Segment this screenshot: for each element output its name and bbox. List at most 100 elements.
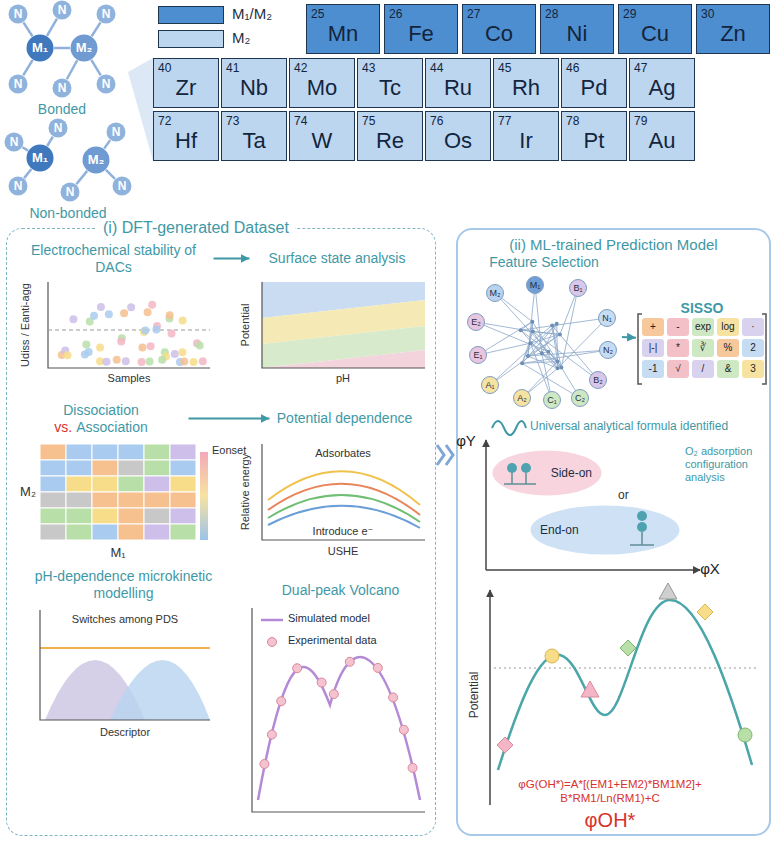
- nitrogen-atom-shape-part: [9, 177, 28, 196]
- feature-node: A₂: [513, 389, 531, 407]
- feature-node: A₁: [481, 376, 499, 394]
- bond-line: [23, 60, 32, 76]
- feature-node-shape-part: [527, 277, 544, 294]
- nitrogen-atom-text: N: [58, 81, 67, 95]
- stability-plot-part-part: [168, 330, 176, 338]
- heatmap-plot-part-part: [92, 444, 118, 460]
- element-symbol: Pd: [562, 75, 626, 101]
- heatmap-plot-part-part: [144, 524, 170, 540]
- metal-atom-text: M₁: [32, 40, 48, 56]
- metal-atom: M₂: [70, 34, 98, 62]
- feature-network-part: [550, 323, 554, 327]
- operator-tile: /: [692, 360, 714, 378]
- operator-tile-text: exp: [695, 321, 711, 333]
- annotation-label: O₂ adsorption configuration analysis: [685, 445, 765, 485]
- potential-plot-part: [262, 444, 425, 540]
- nitrogen-atom-shape-part: [113, 177, 132, 196]
- feature-node-text: E₁: [473, 350, 482, 361]
- bond-line: [67, 60, 77, 79]
- potential-plot-part: [268, 484, 420, 515]
- heatmap-plot-part-part: [92, 524, 118, 540]
- element-symbol: Fe: [385, 21, 457, 47]
- stability-plot-part-part: [179, 316, 187, 324]
- feature-node-text: B₂: [593, 375, 603, 386]
- config-axes-part: [486, 569, 700, 571]
- feature-node-text: M₂: [490, 288, 501, 299]
- dual-volcano-plot-part-part: [277, 697, 286, 706]
- element-symbol: Nb: [222, 75, 286, 101]
- operator-tile-text: &: [725, 363, 732, 375]
- stability-plot-part-part: [189, 358, 197, 366]
- feature-node: N₁: [598, 309, 616, 327]
- operator-tile: ·: [742, 318, 764, 336]
- operator-tile: 2: [742, 339, 764, 357]
- annotation-label: Bonded: [38, 101, 86, 118]
- model-panel: (ii) ML-trained Prediction ModelFeature …: [456, 228, 771, 836]
- bond-line: [54, 47, 70, 50]
- operator-tile: &: [717, 360, 739, 378]
- heatmap-plot-part-part: [144, 492, 170, 508]
- dual-volcano-plot-part-part: [329, 690, 338, 699]
- feature-selection-group-text: Feature Selection: [466, 254, 622, 271]
- element-symbol: Ta: [222, 128, 286, 154]
- nitrogen-atom-shape-part: [107, 123, 126, 142]
- feature-node-text: N₁: [602, 313, 612, 324]
- heatmap-plot-part-part: [66, 524, 92, 540]
- nitrogen-atom: N: [48, 118, 68, 138]
- nitrogen-atom: N: [96, 4, 116, 24]
- feature-node: E₁: [469, 346, 487, 364]
- atomic-number: 26: [389, 7, 402, 21]
- feature-node-text: A₂: [517, 393, 527, 404]
- end-on-config-shape-part: [630, 532, 654, 545]
- element-symbol: Cu: [619, 21, 691, 47]
- feature-network-part: [526, 354, 530, 358]
- annotation-label: Samples: [108, 372, 151, 385]
- feature-network-part: [521, 318, 607, 330]
- heatmap-plot-part-part: [170, 524, 196, 540]
- nitrogen-atom-text: N: [112, 125, 121, 139]
- element-cell: 26Fe: [384, 4, 458, 54]
- feature-node-text: C₂: [575, 393, 585, 404]
- element-cell: 46Pd: [561, 58, 627, 108]
- atomic-number: 72: [158, 114, 171, 128]
- surface-state-plot-part: [262, 282, 425, 368]
- potential-plot-part: [268, 506, 420, 528]
- side-on-config-shape-part: [521, 463, 531, 473]
- stability-plot-part-part: [113, 356, 121, 364]
- subplot-title-text: pH-dependence microkinetic modelling: [14, 568, 234, 602]
- legend-swatch: [158, 30, 224, 48]
- bond-line: [92, 22, 101, 36]
- element-symbol: Zr: [154, 75, 218, 101]
- subplot-title-text: Dissociation: [14, 402, 189, 419]
- stability-plot-part-part: [158, 356, 166, 364]
- heatmap-plot-part: [40, 444, 196, 540]
- feature-node-shape-part: [572, 390, 589, 407]
- atomic-number: 40: [158, 61, 171, 75]
- atomic-number: 45: [498, 61, 511, 75]
- annotation-label: M₂: [20, 484, 36, 500]
- element-cell: 43Tc: [357, 58, 423, 108]
- element-symbol: Os: [426, 128, 490, 154]
- atomic-number: 28: [545, 7, 558, 21]
- feature-node: B₁: [569, 279, 587, 297]
- nitrogen-atom-text: N: [102, 77, 111, 91]
- operator-tile: *: [667, 339, 689, 357]
- nitrogen-atom: N: [8, 4, 28, 24]
- element-cell: 41Nb: [221, 58, 287, 108]
- heatmap-plot-part-part: [66, 460, 92, 476]
- element-symbol: Re: [358, 128, 422, 154]
- heatmap-plot-part-part: [40, 476, 66, 492]
- element-cell: 40Zr: [153, 58, 219, 108]
- stability-plot-part: [48, 282, 210, 368]
- panel-chevrons-part: [437, 445, 453, 465]
- dual-volcano-plot-part-part: [408, 763, 417, 772]
- element-symbol: Ni: [541, 21, 613, 47]
- legend-sample: [260, 613, 284, 627]
- subplot-title: Dual-peak Volcano: [256, 580, 426, 602]
- activity-volcano-part: [620, 640, 636, 656]
- bond-line: [23, 22, 32, 36]
- side-on-config: Side-on: [492, 450, 602, 496]
- legend-text: M₁/M₂: [232, 5, 272, 23]
- feature-node-shape-part: [570, 280, 587, 297]
- heatmap-plot-part-part: [66, 476, 92, 492]
